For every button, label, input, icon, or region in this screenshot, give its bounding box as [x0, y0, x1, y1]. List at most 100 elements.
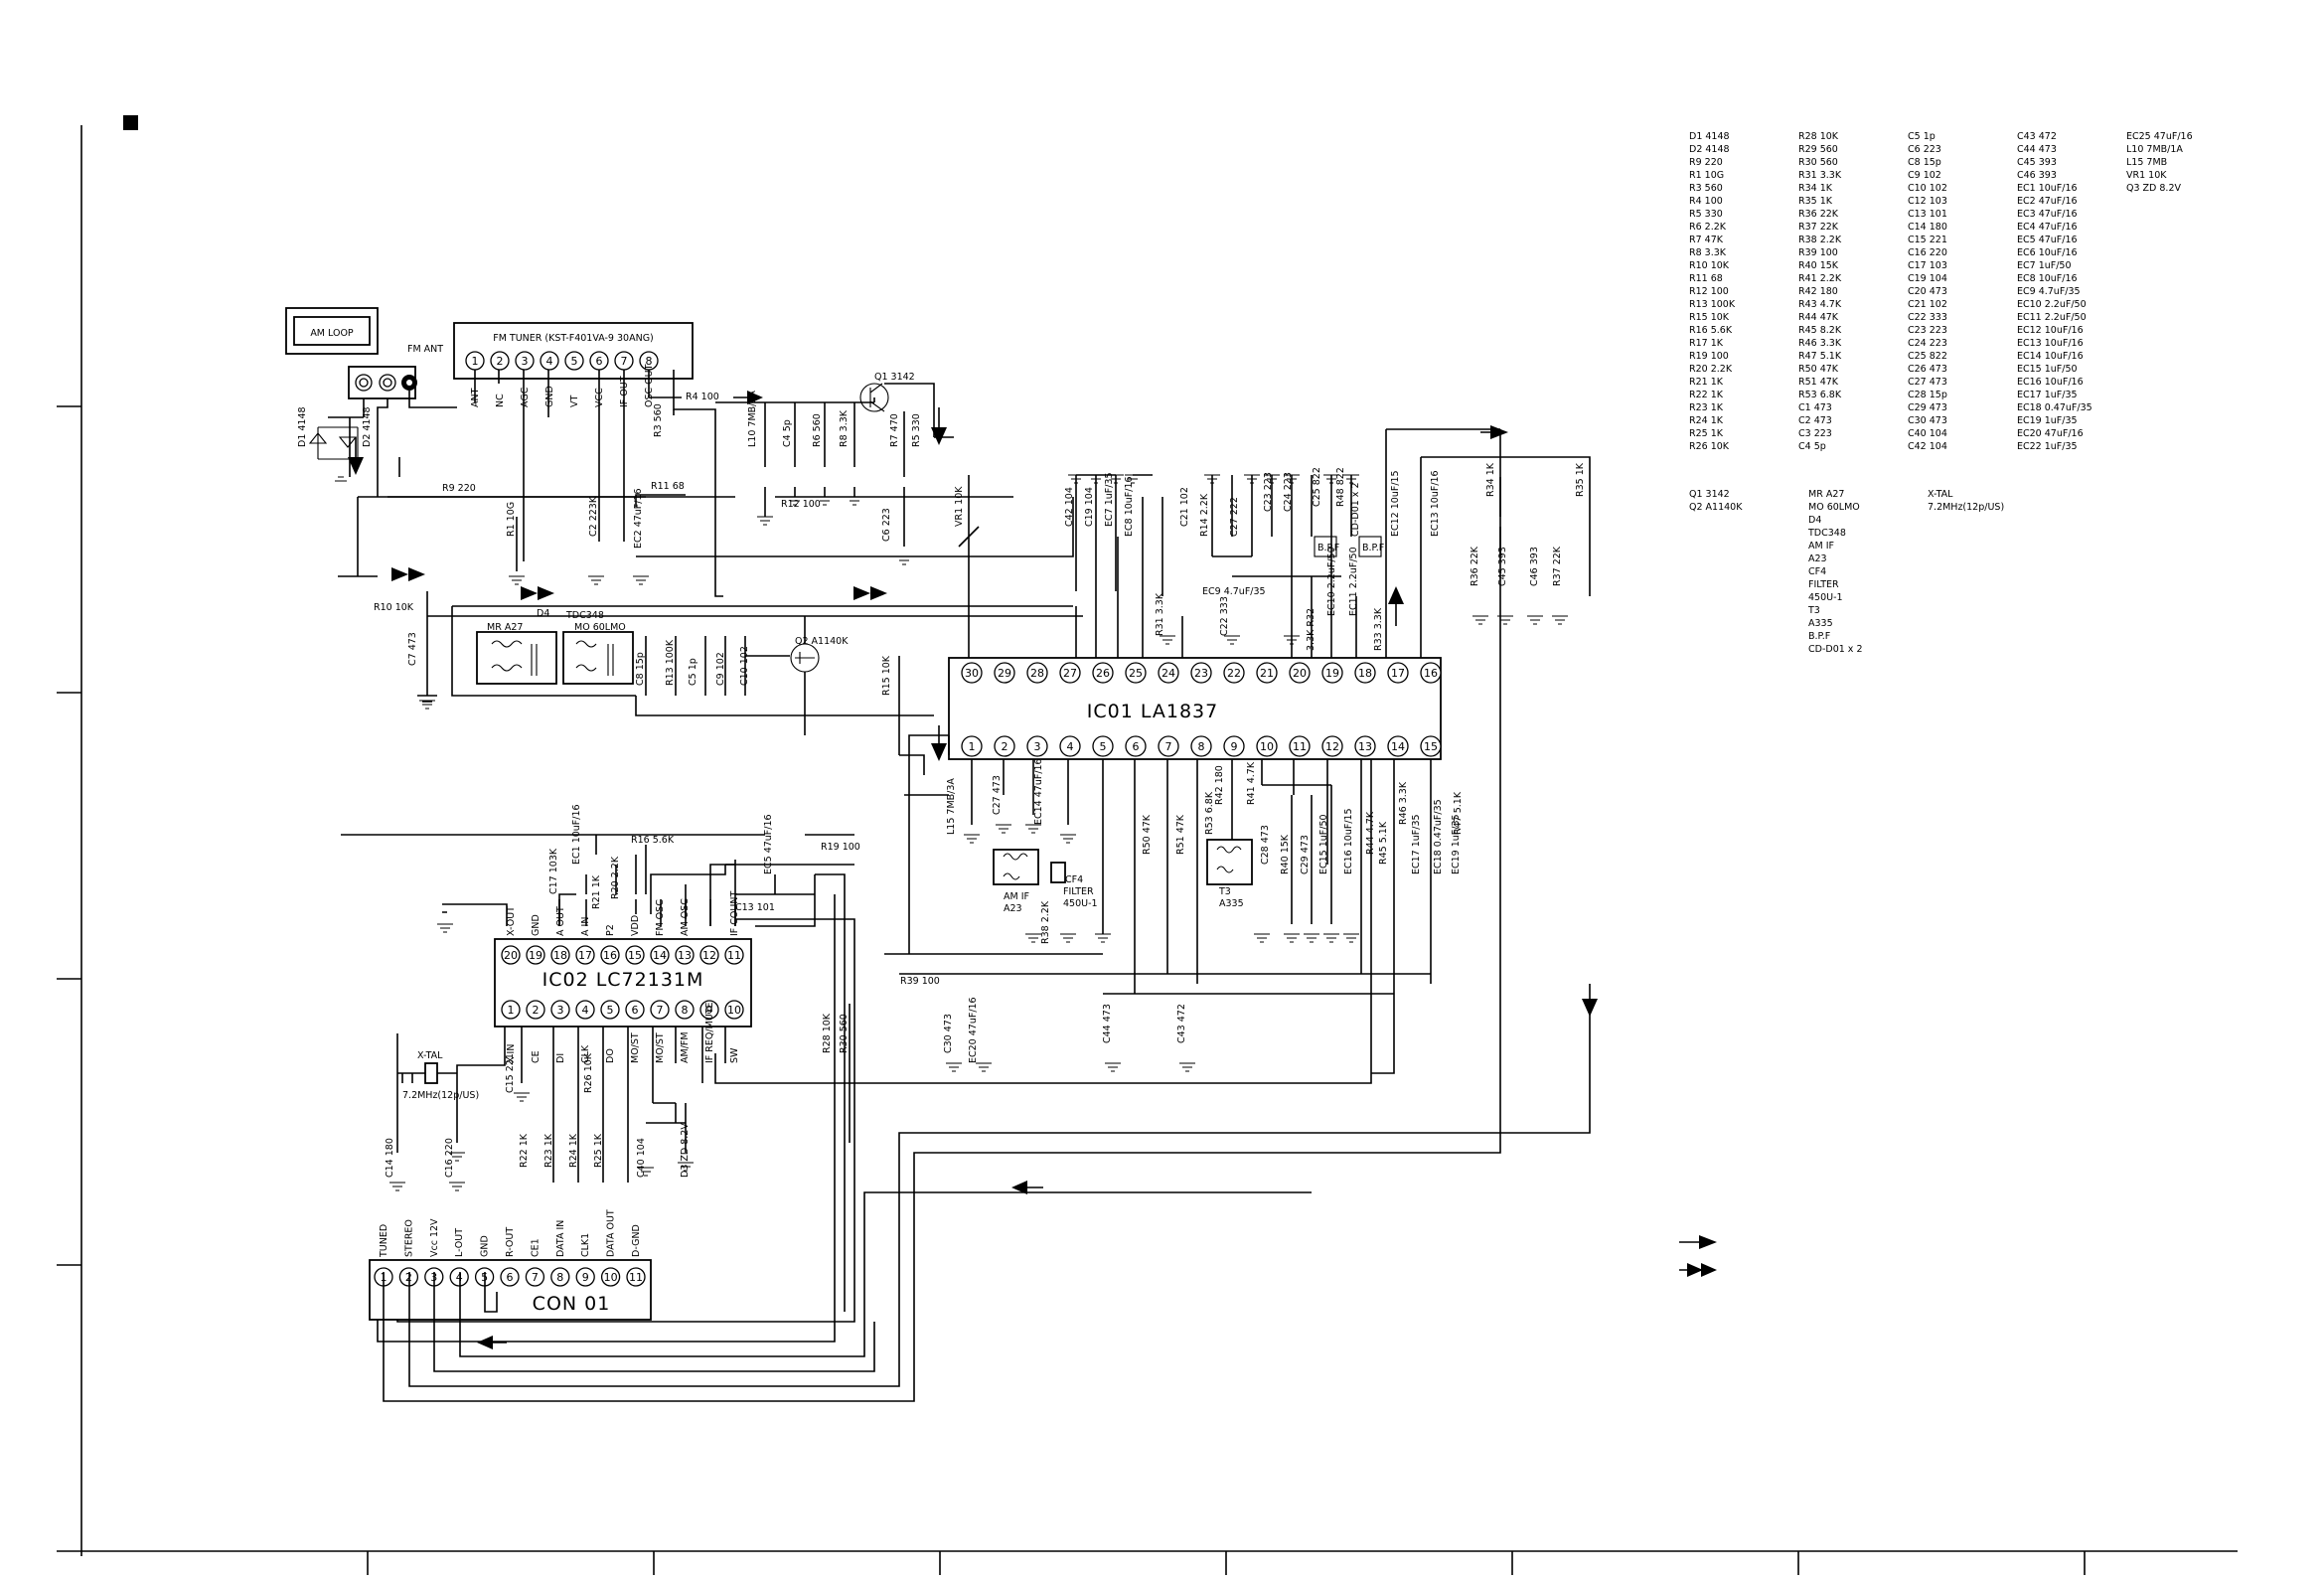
con01-pin-6: 6 — [500, 1267, 520, 1287]
svg-text:R13 100K: R13 100K — [665, 639, 676, 686]
svg-text:C43 472: C43 472 — [1176, 1004, 1187, 1043]
svg-text:R15 10K: R15 10K — [881, 655, 892, 696]
svg-text:C45 393: C45 393 — [1497, 547, 1508, 586]
component-label: EC10 2.2uF/50 — [2017, 299, 2087, 310]
svg-text:C19 104: C19 104 — [1084, 487, 1095, 527]
svg-text:EC2 47uF/16: EC2 47uF/16 — [633, 488, 644, 549]
svg-text:EC5 47uF/16: EC5 47uF/16 — [763, 814, 774, 874]
ic02-bottom-pin-number: 6 — [632, 1004, 639, 1017]
ic02-bottom-pin-label: MO/ST — [630, 1032, 641, 1063]
svg-text:C30 473: C30 473 — [943, 1014, 954, 1053]
con01-name: CON 01 — [533, 1293, 611, 1315]
fm-tuner-pin-4: 4 — [540, 351, 559, 371]
ic02-bottom-pin-label: DO — [605, 1048, 616, 1063]
component-label: R19 100 — [1689, 351, 1729, 362]
fm-tuner-title: FM TUNER (KST-F401VA-9 30ANG) — [493, 333, 654, 344]
svg-text:R22 1K: R22 1K — [519, 1133, 530, 1168]
component-label: R10 10K — [1689, 260, 1730, 271]
svg-text:EC15 1uF/50: EC15 1uF/50 — [1318, 814, 1329, 874]
svg-text:R30 560: R30 560 — [839, 1014, 850, 1053]
svg-text:A335: A335 — [1219, 898, 1244, 909]
svg-text:VR1 10K: VR1 10K — [954, 486, 965, 527]
ic02-top-pin-14: 14 — [650, 945, 670, 965]
module-label: A335 — [1808, 618, 1833, 629]
ic01-top-pin-17: 17 — [1387, 662, 1409, 684]
svg-text:MO 60LMO: MO 60LMO — [574, 622, 626, 633]
component-label: R34 1K — [1798, 183, 1833, 194]
component-label: EC7 1uF/50 — [2017, 260, 2072, 271]
component-label: R41 2.2K — [1798, 273, 1842, 284]
svg-text:FILTER: FILTER — [1063, 886, 1094, 897]
svg-text:R41 4.7K: R41 4.7K — [1246, 761, 1257, 805]
component-label: R30 560 — [1798, 157, 1838, 168]
svg-text:R45 5.1K: R45 5.1K — [1378, 821, 1389, 865]
fm-tuner-pin-3: 3 — [515, 351, 535, 371]
con01-pin-11: 11 — [626, 1267, 646, 1287]
svg-text:R1 10G: R1 10G — [506, 502, 517, 537]
ic02-bottom-pin-4: 4 — [575, 1000, 595, 1020]
component-label: EC25 47uF/16 — [2126, 131, 2193, 142]
module-label: AM IF — [1808, 541, 1834, 552]
ic01-top-pin-21: 21 — [1256, 662, 1278, 684]
module-label: T3 — [1807, 605, 1820, 616]
component-label: R26 10K — [1689, 441, 1730, 452]
svg-text:D4: D4 — [537, 608, 549, 619]
ic02-bottom-wiring: X-TAL 7.2MHz(12p/US) C14 180 C16 220 C15… — [377, 894, 1187, 1343]
svg-text:C6 223: C6 223 — [881, 508, 892, 542]
con01-pin-label: Vcc 12V — [429, 1218, 440, 1257]
ic02-top-pin-16: 16 — [600, 945, 620, 965]
ic01-bottom-pin-2: 2 — [994, 735, 1015, 757]
ic01-top-pin-number: 18 — [1358, 667, 1372, 680]
ic01-bottom-pin-number: 15 — [1424, 740, 1438, 753]
ic02-bottom-pin-8: 8 — [675, 1000, 695, 1020]
ic02-bottom-pin-number: 5 — [607, 1004, 614, 1017]
component-label: R46 3.3K — [1798, 338, 1842, 349]
component-label: C43 472 — [2017, 131, 2057, 142]
ic01-bottom-pin-number: 5 — [1100, 740, 1107, 753]
svg-text:C22 333: C22 333 — [1219, 596, 1230, 636]
component-label: C6 223 — [1908, 144, 1941, 155]
svg-text:C9 102: C9 102 — [715, 652, 726, 686]
svg-text:C21 102: C21 102 — [1179, 487, 1190, 527]
ic01-bottom-pin-13: 13 — [1354, 735, 1376, 757]
component-label: R8 3.3K — [1689, 247, 1727, 258]
ic01-top-pin-27: 27 — [1059, 662, 1081, 684]
svg-text:EC16 10uF/15: EC16 10uF/15 — [1343, 808, 1354, 874]
svg-text:R21 1K: R21 1K — [591, 874, 602, 909]
ic01-bottom-pin-number: 11 — [1293, 740, 1307, 753]
svg-text:R7 470: R7 470 — [889, 413, 900, 447]
ic01-bottom-pin-number: 1 — [969, 740, 976, 753]
svg-text:R28 10K: R28 10K — [822, 1013, 833, 1053]
component-label: R24 1K — [1689, 415, 1724, 426]
svg-text:R19 100: R19 100 — [821, 842, 860, 853]
ic02-bottom-pin-number: 4 — [582, 1004, 589, 1017]
svg-text:R20 2.2K: R20 2.2K — [610, 856, 621, 899]
con01-pin-label: R-OUT — [505, 1227, 516, 1257]
component-label: C40 104 — [1908, 428, 1947, 439]
component-label: R12 100 — [1689, 286, 1729, 297]
component-label: C3 223 — [1798, 428, 1832, 439]
ic02-bottom-pin-number: 10 — [727, 1004, 741, 1017]
component-label: R25 1K — [1689, 428, 1724, 439]
ic02-bottom-pin-label: MO/ST — [655, 1032, 666, 1063]
svg-text:A23: A23 — [1004, 903, 1022, 914]
antenna-jack: FM ANT — [348, 344, 443, 399]
svg-text:R37 22K: R37 22K — [1552, 546, 1563, 586]
ic01-top-pin-25: 25 — [1125, 662, 1147, 684]
ic02-bottom-pin-1: 1 — [501, 1000, 521, 1020]
component-label: L10 7MB/1A — [2126, 144, 2183, 155]
component-label: R11 68 — [1689, 273, 1723, 284]
component-label: EC2 47uF/16 — [2017, 196, 2078, 207]
ic01-bottom-pin-12: 12 — [1321, 735, 1343, 757]
component-label: C27 473 — [1908, 377, 1947, 388]
ic02-top-pin-label: GND — [531, 914, 542, 936]
svg-text:C44 473: C44 473 — [1102, 1004, 1113, 1043]
component-label: R42 180 — [1798, 286, 1838, 297]
component-label: R51 47K — [1798, 377, 1839, 388]
ic01-top-pin-26: 26 — [1092, 662, 1114, 684]
svg-text:L10 7MB/1A: L10 7MB/1A — [747, 391, 758, 447]
fm-tuner-pin-label: AGC — [520, 387, 531, 407]
svg-text:EC12 10uF/15: EC12 10uF/15 — [1390, 470, 1401, 537]
fm-tuner-pin-number: 4 — [546, 355, 553, 368]
component-label: EC3 47uF/16 — [2017, 209, 2078, 220]
